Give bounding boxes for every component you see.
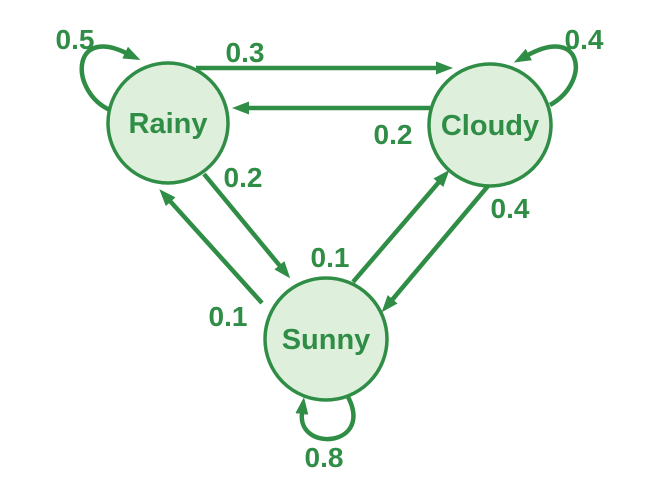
prob-label-rainy-to-sunny: 0.2: [224, 162, 263, 193]
state-label-cloudy: Cloudy: [441, 110, 539, 142]
state-label-rainy: Rainy: [129, 108, 208, 140]
edge-sunny-to-rainy: [159, 189, 264, 305]
state-node-rainy: [106, 61, 230, 185]
edge-cloudy-to-sunny: [381, 184, 490, 313]
edge-rainy-to-sunny: [202, 172, 291, 279]
prob-label-sunny-self: 0.8: [305, 442, 344, 473]
prob-label-rainy-self: 0.5: [56, 24, 95, 55]
prob-label-cloudy-self: 0.4: [565, 24, 604, 55]
self-loop-rainy: [79, 44, 141, 113]
prob-label-cloudy-to-rainy: 0.2: [374, 119, 413, 150]
edge-sunny-to-cloudy: [351, 169, 450, 284]
prob-label-sunny-to-cloudy: 0.1: [311, 242, 350, 273]
state-node-sunny: [263, 276, 389, 402]
self-loop-cloudy: [513, 44, 578, 107]
state-label-sunny: Sunny: [282, 324, 371, 356]
prob-label-sunny-to-rainy: 0.1: [209, 301, 248, 332]
prob-label-cloudy-to-sunny: 0.4: [491, 193, 530, 224]
state-node-cloudy: [427, 62, 553, 188]
prob-label-rainy-to-cloudy: 0.3: [226, 37, 265, 68]
self-loop-sunny: [295, 393, 356, 442]
